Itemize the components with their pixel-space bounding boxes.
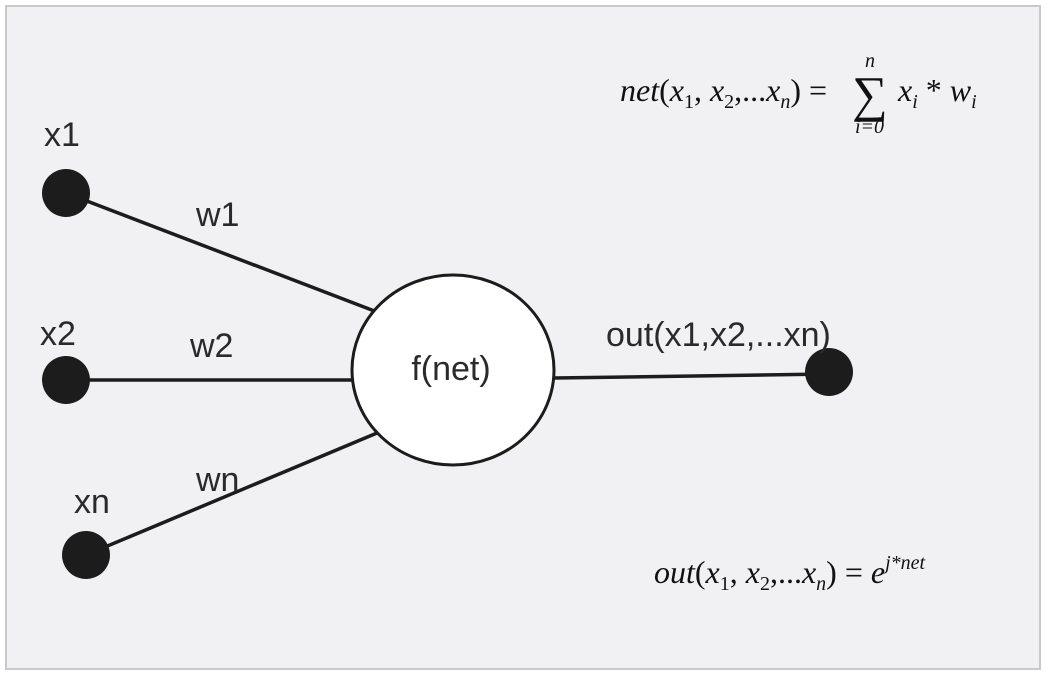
svg-text:out(x1, x2,...xn) = ej*net: out(x1, x2,...xn) = ej*net: [654, 552, 925, 595]
weight-label-w2: w2: [189, 327, 233, 365]
edge-x1: [65, 191, 378, 314]
edge-output: [554, 372, 829, 380]
weight-label-w1: w1: [195, 196, 239, 234]
neuron-label: f(net): [411, 350, 490, 388]
net-formula: net(x1, x2,...xn) = ∑ n i=0 xi * wi: [620, 50, 977, 138]
out-formula: out(x1, x2,...xn) = ej*net: [654, 552, 925, 595]
input-label-x1: x1: [44, 116, 80, 154]
output-node: [805, 348, 853, 396]
svg-text:xi * wi: xi * wi: [897, 72, 977, 113]
svg-text:net(x1, x2,...xn) =: net(x1, x2,...xn) =: [620, 72, 827, 113]
input-node-x1: [42, 169, 90, 217]
sum-lower: i=0: [855, 116, 884, 138]
sum-upper: n: [865, 50, 875, 72]
output-label: out(x1,x2,...xn): [606, 316, 831, 354]
neuron-circle: [350, 273, 556, 467]
input-label-x2: x2: [40, 315, 76, 353]
input-label-xn: xn: [74, 483, 110, 521]
net-func: net: [620, 72, 660, 108]
edge-xn: [85, 431, 378, 557]
weight-label-wn: wn: [195, 461, 239, 499]
input-node-x2: [42, 356, 90, 404]
input-node-xn: [62, 531, 110, 579]
sum-symbol: ∑: [852, 66, 888, 122]
